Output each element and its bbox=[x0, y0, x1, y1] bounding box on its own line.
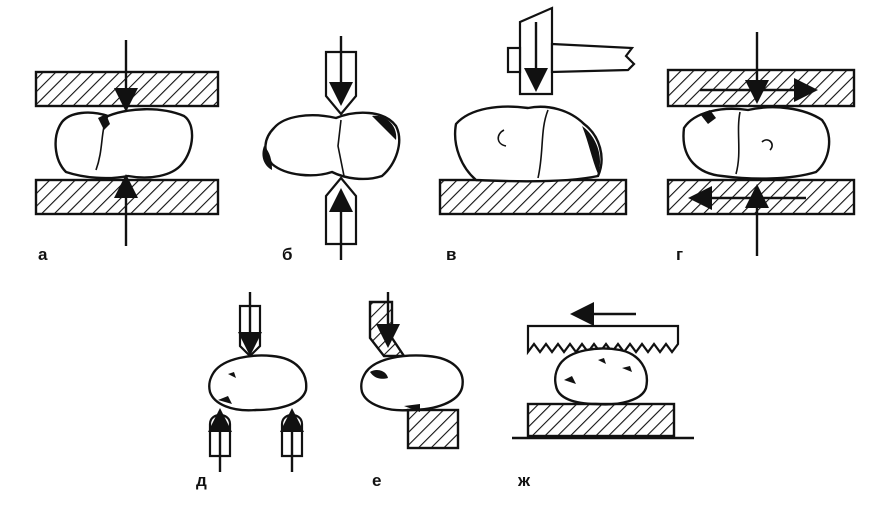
rock-mark bbox=[761, 139, 773, 151]
panel-label-e: е bbox=[372, 471, 381, 490]
rock-speckle bbox=[228, 372, 236, 378]
panel-g-shear: г bbox=[666, 32, 856, 264]
upper-plate bbox=[666, 68, 856, 108]
rock-speckle bbox=[218, 396, 232, 404]
base-block bbox=[526, 402, 676, 438]
panel-label-d: д bbox=[196, 471, 207, 490]
rock-sample bbox=[554, 347, 649, 406]
rock-sample bbox=[453, 105, 603, 183]
panel-d-bending: д bbox=[196, 292, 308, 490]
rock-speckle bbox=[262, 146, 272, 170]
rock-speckle bbox=[598, 358, 606, 364]
panel-label-zh: ж bbox=[517, 471, 531, 490]
rock-sample bbox=[682, 106, 831, 180]
rock-speckle bbox=[582, 126, 601, 174]
rock-speckle bbox=[98, 114, 110, 130]
hammer-face bbox=[506, 46, 522, 74]
rock-speckle bbox=[372, 115, 397, 140]
rock-speckle bbox=[622, 366, 632, 372]
crack-line bbox=[735, 111, 741, 175]
hammer-handle bbox=[550, 42, 636, 74]
rock-sample bbox=[264, 111, 401, 181]
panel-label-g: г bbox=[676, 245, 683, 264]
rock-speckle bbox=[700, 110, 716, 124]
panel-e-cutting: е bbox=[360, 292, 464, 490]
rock-sample bbox=[208, 354, 308, 412]
panel-v-impact: в bbox=[438, 6, 636, 264]
rock-speckle bbox=[370, 370, 388, 379]
base-plate bbox=[438, 178, 628, 216]
crack-line bbox=[537, 109, 549, 179]
support-block bbox=[406, 408, 460, 450]
panel-b-wedge-splitting: б bbox=[262, 36, 401, 264]
rock-mark bbox=[497, 129, 507, 147]
crack-line bbox=[337, 119, 345, 177]
rock-speckle bbox=[564, 376, 576, 384]
rock-sample bbox=[54, 108, 194, 180]
panel-label-b: б bbox=[282, 245, 293, 264]
panel-zh-abrasion: ж bbox=[512, 302, 694, 490]
panel-label-a: а bbox=[38, 245, 48, 264]
panel-label-v: в bbox=[446, 245, 456, 264]
saw-blade bbox=[526, 324, 680, 356]
rock-sample bbox=[360, 354, 464, 412]
panel-a-compression: а bbox=[34, 40, 220, 264]
